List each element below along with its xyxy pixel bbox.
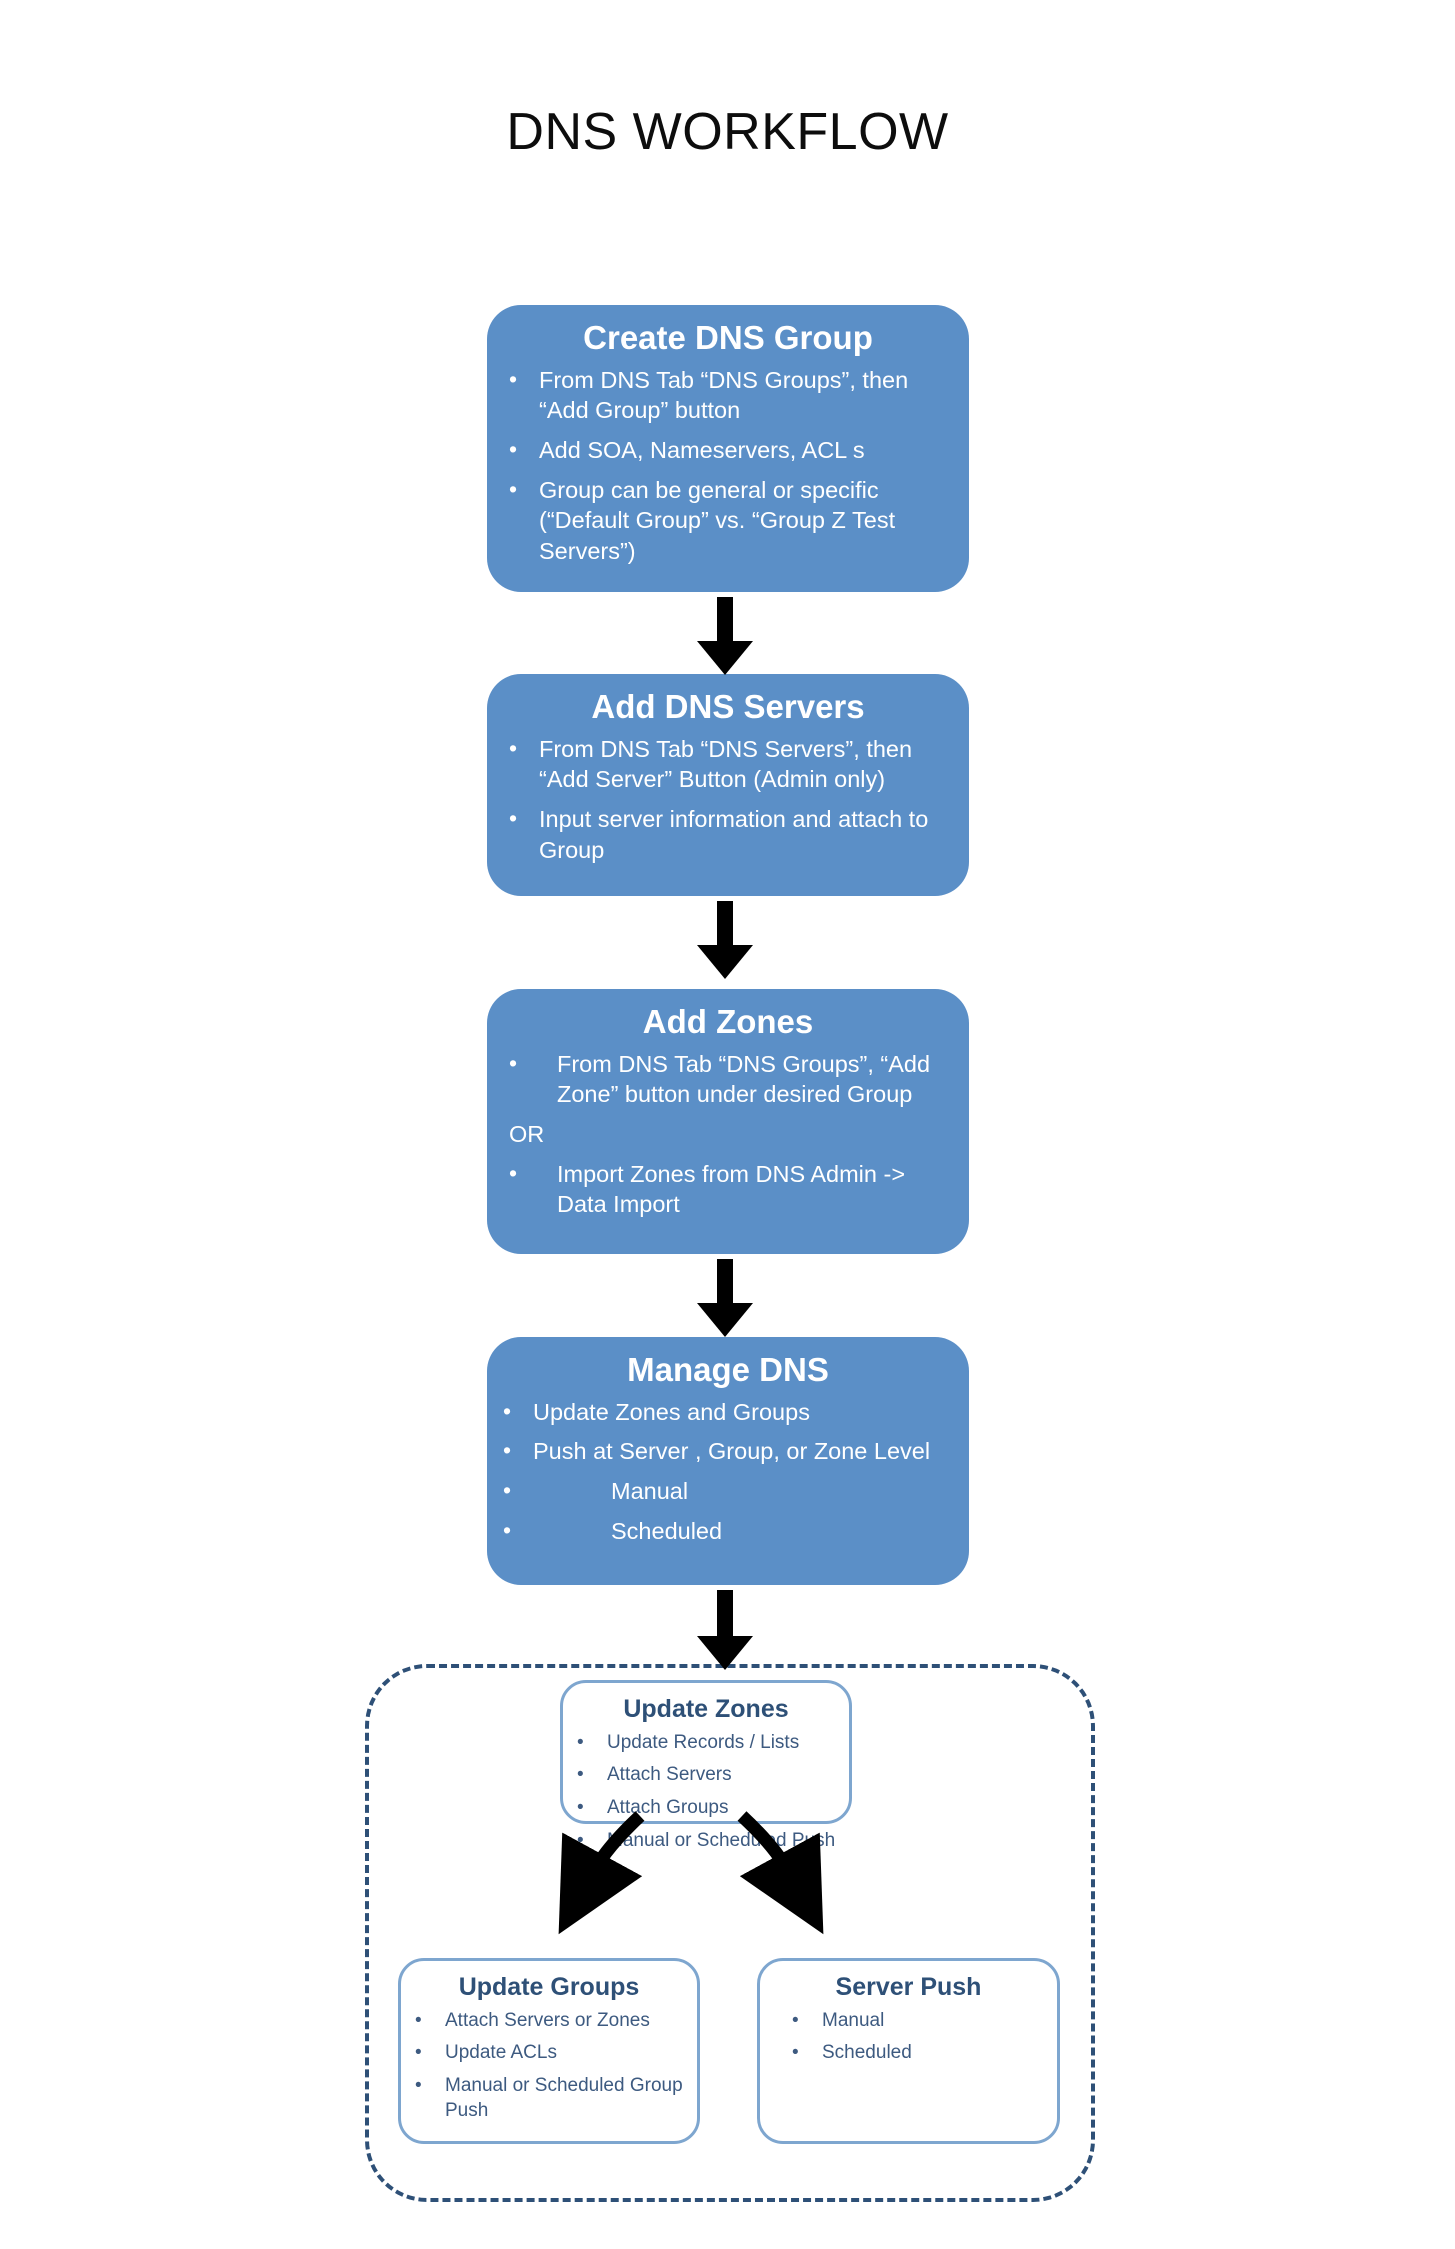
or-separator-label: OR bbox=[509, 1121, 545, 1148]
stage-body-add-zones: • From DNS Tab “DNS Groups”, “Add Zone” … bbox=[487, 1049, 969, 1220]
sub-title-server-push: Server Push bbox=[835, 1973, 982, 2001]
bullet-item: • Attach Groups bbox=[577, 1796, 839, 1821]
stage-title-create-dns-group: Create DNS Group bbox=[583, 319, 873, 356]
bullet-dot-icon: • bbox=[415, 2009, 422, 2031]
bullet-dot-icon: • bbox=[577, 1829, 584, 1851]
bullet-dot-icon: • bbox=[415, 2075, 422, 2097]
bullet-dot-icon: • bbox=[503, 1477, 512, 1504]
bullet-item: • Group can be general or specific (“Def… bbox=[509, 475, 896, 564]
bullet-item: • Manual or Scheduled Push bbox=[577, 1829, 839, 1854]
bullet-item: • Update ACLs bbox=[415, 2041, 687, 2066]
bullet-dot-icon: • bbox=[503, 1516, 512, 1543]
bullet-dot-icon: • bbox=[503, 1397, 512, 1424]
bullet-item: • From DNS Tab “DNS Servers”, then “Add … bbox=[509, 734, 913, 793]
bullet-item: • Add SOA, Nameservers, ACL s bbox=[509, 436, 865, 464]
bullet-item: • Import Zones from DNS Admin -> Data Im… bbox=[509, 1159, 906, 1218]
sub-box-update-groups[interactable]: Update Groups • Attach Servers or Zones … bbox=[398, 1958, 700, 2144]
stage-box-add-zones[interactable]: Add Zones • From DNS Tab “DNS Groups”, “… bbox=[487, 989, 969, 1254]
arrow-head bbox=[697, 1303, 753, 1337]
stage-box-add-dns-servers[interactable]: Add DNS Servers • From DNS Tab “DNS Serv… bbox=[487, 674, 969, 896]
bullet-dot-icon: • bbox=[509, 734, 518, 761]
arrow-shaft bbox=[717, 597, 733, 643]
sub-title-update-groups: Update Groups bbox=[458, 1973, 640, 2001]
arrow-shaft bbox=[717, 1259, 733, 1305]
bullet-dot-icon: • bbox=[792, 2009, 799, 2031]
bullet-item: • Scheduled bbox=[792, 2041, 1047, 2066]
bullet-item: • From DNS Tab “DNS Groups”, “Add Zone” … bbox=[509, 1049, 931, 1108]
bullet-item: • Update Zones and Groups bbox=[503, 1397, 810, 1425]
sub-bullet-item: • Manual bbox=[503, 1477, 689, 1505]
bullet-dot-icon: • bbox=[792, 2042, 799, 2064]
stage-body-create-dns-group: • From DNS Tab “DNS Groups”, then “Add G… bbox=[487, 365, 969, 566]
sub-body-update-groups: • Attach Servers or Zones • Update ACLs … bbox=[401, 2009, 697, 2124]
bullet-dot-icon: • bbox=[509, 436, 518, 463]
sub-title-update-zones: Update Zones bbox=[623, 1695, 789, 1723]
stage-box-manage-dns[interactable]: Manage DNS • Update Zones and Groups • P… bbox=[487, 1337, 969, 1585]
arrow-manage-to-update-zones bbox=[685, 1590, 765, 1670]
sub-box-server-push[interactable]: Server Push • Manual • Scheduled bbox=[757, 1958, 1060, 2144]
bullet-item: • Update Records / Lists bbox=[577, 1731, 839, 1756]
bullet-dot-icon: • bbox=[509, 475, 518, 502]
bullet-item: • Push at Server , Group, or Zone Level bbox=[503, 1437, 931, 1465]
bullet-dot-icon: • bbox=[503, 1437, 512, 1464]
arrow-shaft bbox=[717, 1590, 733, 1638]
bullet-item: • Manual bbox=[792, 2009, 1047, 2034]
stage-box-create-dns-group[interactable]: Create DNS Group • From DNS Tab “DNS Gro… bbox=[487, 305, 969, 592]
bullet-dot-icon: • bbox=[509, 1159, 518, 1186]
bullet-dot-icon: • bbox=[509, 1049, 518, 1076]
stage-title-manage-dns: Manage DNS bbox=[627, 1351, 829, 1388]
bullet-dot-icon: • bbox=[509, 805, 518, 832]
bullet-item: • Attach Servers or Zones bbox=[415, 2009, 687, 2034]
arrow-head bbox=[697, 945, 753, 979]
sub-bullet-item: • Scheduled bbox=[503, 1516, 723, 1544]
bullet-dot-icon: • bbox=[577, 1731, 584, 1753]
bullet-item: • Input server information and attach to… bbox=[509, 805, 929, 863]
arrow-create-to-servers bbox=[685, 597, 765, 675]
sub-body-update-zones: • Update Records / Lists • Attach Server… bbox=[563, 1731, 849, 1854]
arrow-head bbox=[697, 1636, 753, 1670]
bullet-item: • Manual or Scheduled Group Push bbox=[415, 2075, 683, 2121]
arrow-servers-to-zones bbox=[685, 901, 765, 979]
stage-body-add-dns-servers: • From DNS Tab “DNS Servers”, then “Add … bbox=[487, 734, 969, 865]
bullet-item: • From DNS Tab “DNS Groups”, then “Add G… bbox=[509, 365, 909, 424]
stage-title-add-zones: Add Zones bbox=[642, 1003, 814, 1040]
arrow-zones-to-manage bbox=[685, 1259, 765, 1337]
sub-box-update-zones[interactable]: Update Zones • Update Records / Lists • … bbox=[560, 1680, 852, 1851]
arrow-head bbox=[697, 641, 753, 675]
stage-body-manage-dns: • Update Zones and Groups • Push at Serv… bbox=[487, 1397, 969, 1546]
bullet-item: • Attach Servers bbox=[577, 1763, 839, 1788]
sub-body-server-push: • Manual • Scheduled bbox=[760, 2009, 1057, 2066]
bullet-dot-icon: • bbox=[577, 1764, 584, 1786]
stage-title-add-dns-servers: Add DNS Servers bbox=[591, 688, 865, 725]
bullet-dot-icon: • bbox=[509, 365, 518, 392]
bullet-dot-icon: • bbox=[577, 1797, 584, 1819]
bullet-dot-icon: • bbox=[415, 2042, 422, 2064]
arrow-shaft bbox=[717, 901, 733, 947]
page-title: DNS WORKFLOW bbox=[506, 103, 949, 161]
